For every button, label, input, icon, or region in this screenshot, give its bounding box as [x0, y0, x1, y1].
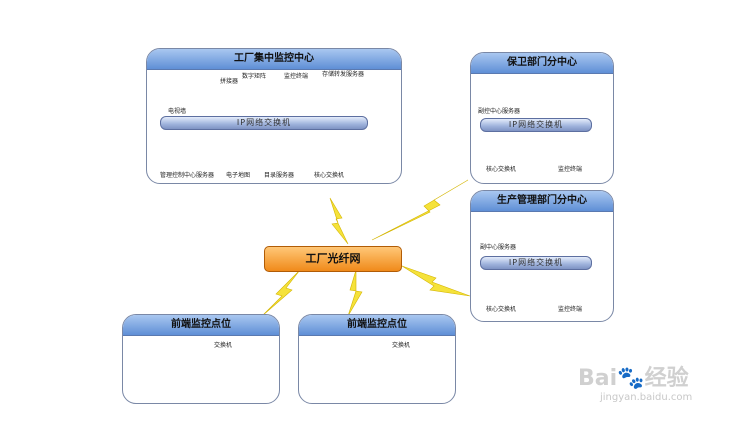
- production-server-label: 副中心服务器: [480, 244, 517, 251]
- security-center-bus: IP网络交换机: [480, 118, 592, 132]
- security-center-title: 保卫部门分中心: [471, 53, 613, 74]
- link-bolt-front-left: [261, 269, 301, 317]
- watermark-url: jingyan.baidu.com: [600, 392, 693, 403]
- splicer-label: 拼接器: [220, 78, 239, 85]
- watermark-logo-text: Bai: [578, 366, 618, 391]
- emap-label: 电子地图: [226, 172, 251, 179]
- front-left-title: 前端监控点位: [123, 315, 279, 336]
- front-right-title: 前端监控点位: [299, 315, 455, 336]
- front-monitoring-point-left: 前端监控点位: [122, 314, 280, 404]
- link-bolt-main: [329, 197, 349, 245]
- monitor-terminal-label: 监控终端: [284, 73, 309, 80]
- production-sub-center: 生产管理部门分中心: [470, 190, 614, 322]
- mgmt-server-label: 管理控制中心服务器: [160, 172, 215, 179]
- security-terminal-label: 监控终端: [558, 166, 583, 173]
- production-terminal-label: 监控终端: [558, 306, 583, 313]
- link-bolt-production: [401, 265, 471, 297]
- production-core-switch-label: 核心交换机: [486, 306, 517, 313]
- main-center-bus: IP网络交换机: [160, 116, 368, 130]
- matrix-label: 数字矩阵: [242, 73, 267, 80]
- security-core-switch-label: 核心交换机: [486, 166, 517, 173]
- tv-wall-label: 电视墙: [168, 108, 187, 115]
- front-left-switch-label: 交换机: [214, 342, 233, 349]
- production-center-title: 生产管理部门分中心: [471, 191, 613, 212]
- link-bolt-security: [371, 179, 469, 241]
- core-switch-label: 核心交换机: [314, 172, 345, 179]
- production-center-bus: IP网络交换机: [480, 256, 592, 270]
- storage-label: 存储转发服务器: [322, 71, 365, 78]
- link-bolt-front-right: [347, 269, 363, 317]
- security-server-label: 副控中心服务器: [478, 108, 521, 115]
- watermark-logo-tail: 经验: [644, 366, 689, 391]
- baidu-logo-watermark: Bai🐾经验: [578, 366, 689, 391]
- front-right-switch-label: 交换机: [392, 342, 411, 349]
- main-center-title: 工厂集中监控中心: [147, 49, 401, 70]
- dir-server-label: 目录服务器: [264, 172, 295, 179]
- factory-fiber-network-hub: 工厂光纤网: [264, 246, 402, 272]
- front-monitoring-point-right: 前端监控点位: [298, 314, 456, 404]
